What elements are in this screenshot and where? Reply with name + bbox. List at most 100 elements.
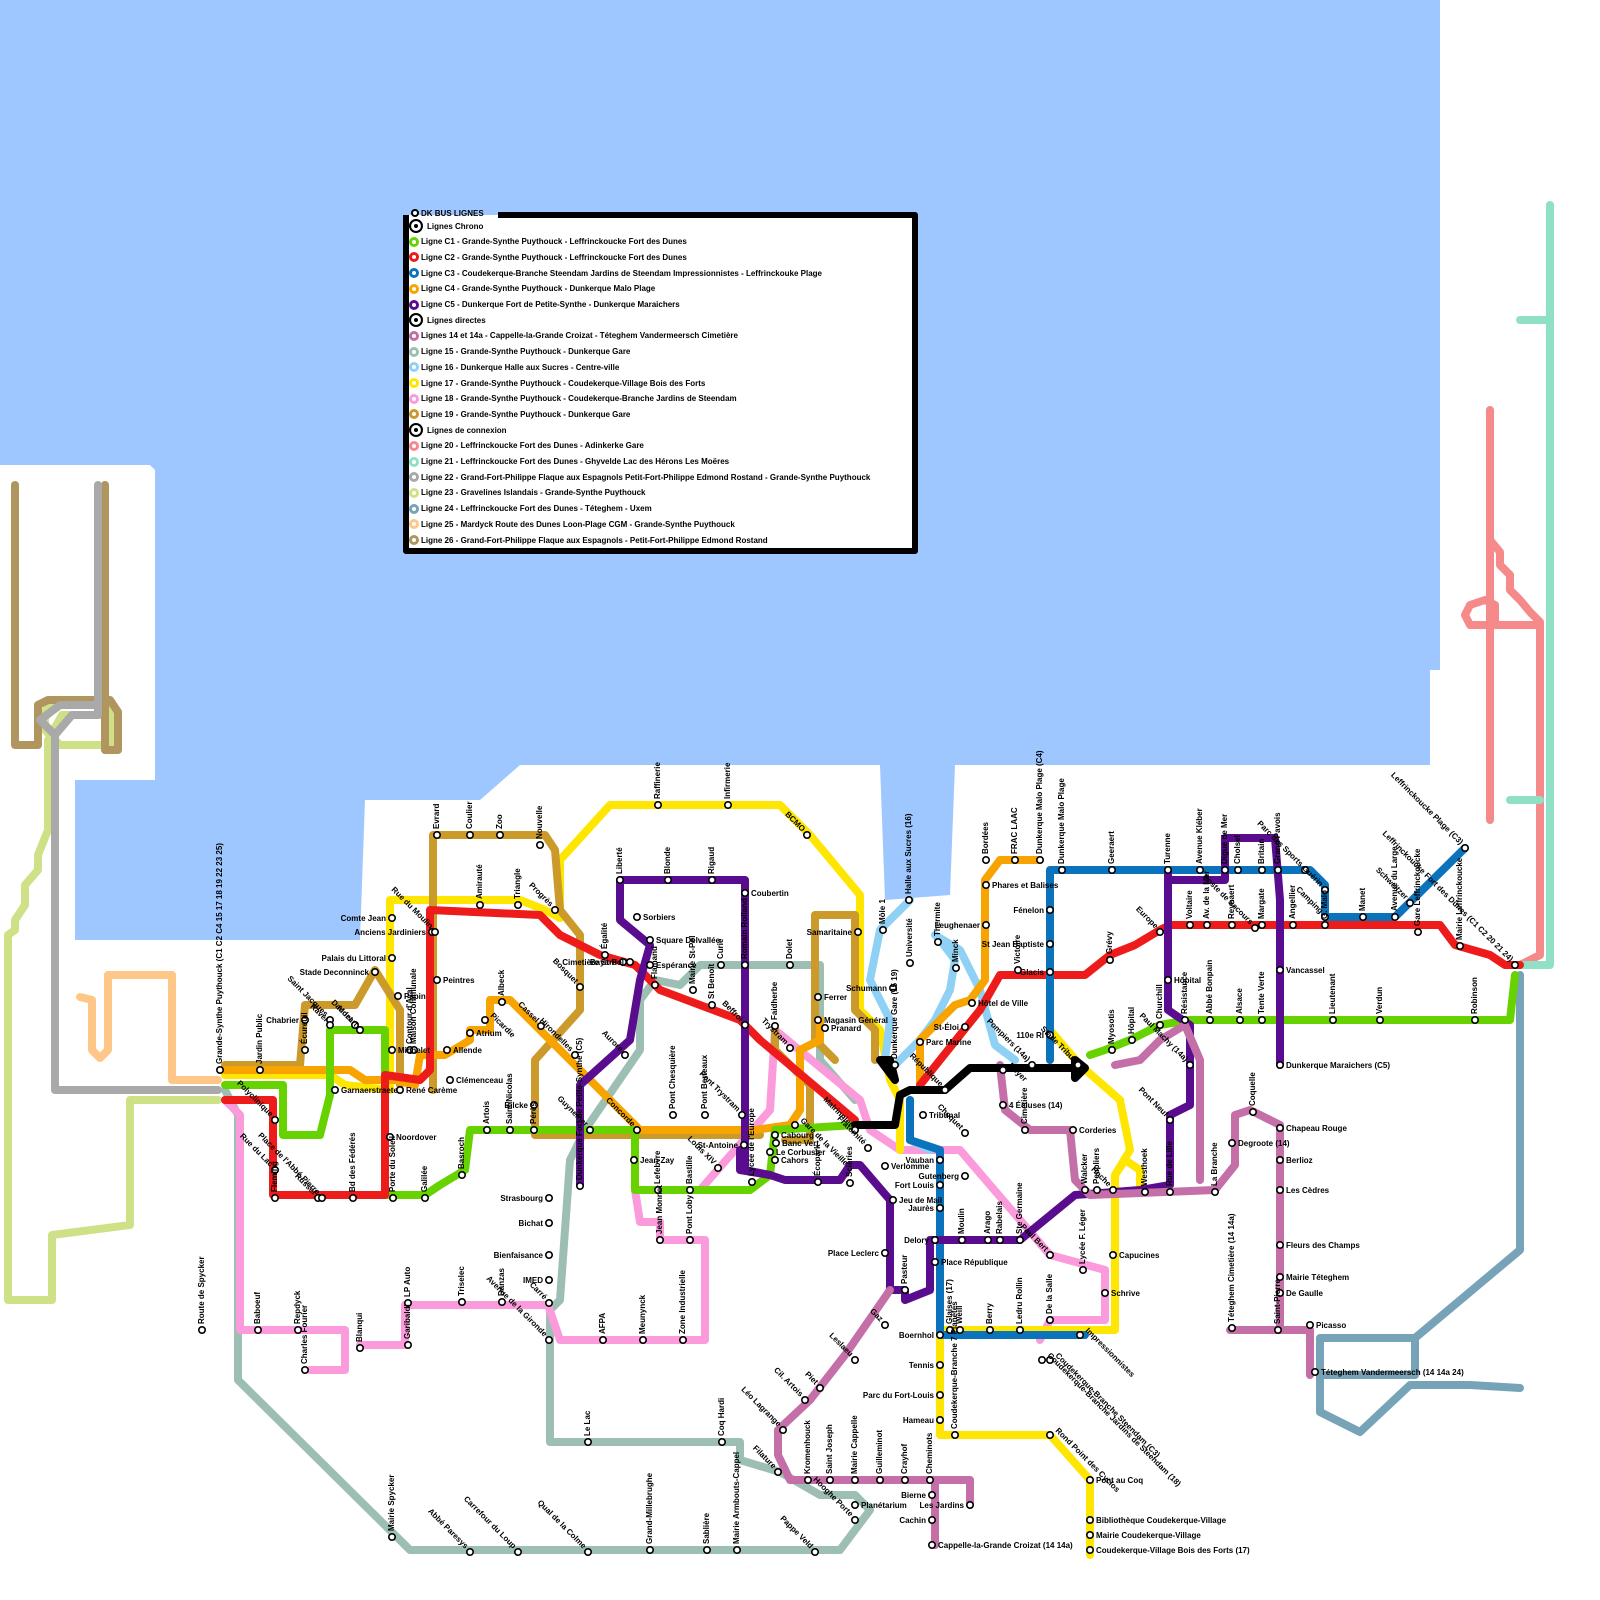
stop-marker[interactable] — [960, 1172, 969, 1181]
stop-marker[interactable] — [955, 1326, 964, 1335]
stop-marker[interactable] — [933, 937, 942, 946]
stop-marker[interactable] — [1036, 855, 1045, 864]
stop-marker[interactable] — [529, 1101, 538, 1110]
stop-marker[interactable] — [900, 1476, 909, 1485]
stop-marker[interactable] — [765, 1148, 774, 1157]
stop-marker[interactable] — [497, 997, 506, 1006]
stop-marker[interactable] — [1321, 920, 1330, 929]
stop-marker[interactable] — [645, 960, 654, 969]
stop-marker[interactable] — [1101, 1289, 1110, 1298]
stop-marker[interactable] — [773, 1468, 782, 1477]
stop-marker[interactable] — [497, 1298, 506, 1307]
stop-marker[interactable] — [495, 830, 504, 839]
stop-marker[interactable] — [1046, 1356, 1055, 1365]
stop-marker[interactable] — [620, 1051, 629, 1060]
stop-marker[interactable] — [650, 980, 659, 989]
stop-marker[interactable] — [575, 1182, 584, 1191]
stop-marker[interactable] — [1276, 965, 1285, 974]
stop-marker[interactable] — [1228, 1324, 1237, 1333]
stop-marker[interactable] — [457, 1171, 466, 1180]
stop-marker[interactable] — [771, 1139, 780, 1148]
stop-marker[interactable] — [940, 1086, 949, 1095]
stop-marker[interactable] — [420, 1194, 429, 1203]
stop-marker[interactable] — [1046, 1431, 1055, 1440]
stop-marker[interactable] — [355, 1026, 364, 1035]
stop-marker[interactable] — [1015, 1236, 1024, 1245]
stop-marker[interactable] — [825, 1476, 834, 1485]
stop-marker[interactable] — [1249, 1108, 1258, 1117]
stop-marker[interactable] — [810, 1548, 819, 1557]
stop-marker[interactable] — [645, 1546, 654, 1555]
stop-marker[interactable] — [904, 895, 913, 904]
stop-marker[interactable] — [1301, 865, 1310, 874]
stop-marker[interactable] — [685, 1186, 694, 1195]
stop-marker[interactable] — [1128, 1036, 1137, 1045]
stop-marker[interactable] — [1391, 912, 1400, 921]
stop-marker[interactable] — [300, 1046, 309, 1055]
stop-marker[interactable] — [985, 1326, 994, 1335]
stop-marker[interactable] — [1109, 1251, 1118, 1260]
stop-marker[interactable] — [544, 1251, 553, 1260]
stop-marker[interactable] — [981, 855, 990, 864]
stop-marker[interactable] — [583, 1548, 592, 1557]
stop-marker[interactable] — [935, 1156, 944, 1165]
stop-marker[interactable] — [888, 983, 897, 992]
stop-marker[interactable] — [740, 960, 749, 969]
stop-marker[interactable] — [850, 1476, 859, 1485]
stop-marker[interactable] — [880, 1249, 889, 1258]
stop-marker[interactable] — [732, 1546, 741, 1555]
stop-marker[interactable] — [716, 960, 725, 969]
stop-marker[interactable] — [960, 1129, 969, 1138]
stop-marker[interactable] — [255, 1066, 264, 1075]
stop-marker[interactable] — [880, 1321, 889, 1330]
stop-marker[interactable] — [653, 800, 662, 809]
stop-marker[interactable] — [850, 1356, 859, 1365]
stop-marker[interactable] — [1306, 1321, 1315, 1330]
stop-marker[interactable] — [575, 982, 584, 991]
stop-marker[interactable] — [1164, 975, 1173, 984]
stop-marker[interactable] — [629, 1156, 638, 1165]
stop-marker[interactable] — [1164, 865, 1173, 874]
stop-marker[interactable] — [385, 1133, 394, 1142]
stop-marker[interactable] — [645, 935, 654, 944]
stop-marker[interactable] — [740, 1020, 749, 1029]
stop-marker[interactable] — [465, 1548, 474, 1557]
stop-marker[interactable] — [387, 913, 396, 922]
stop-marker[interactable] — [957, 1236, 966, 1245]
stop-marker[interactable] — [1228, 920, 1237, 929]
stop-marker[interactable] — [935, 1391, 944, 1400]
stop-marker[interactable] — [863, 1144, 872, 1153]
stop-marker[interactable] — [1276, 1186, 1285, 1195]
stop-marker[interactable] — [1074, 1061, 1083, 1070]
stop-marker[interactable] — [1156, 1020, 1165, 1029]
stop-marker[interactable] — [1461, 843, 1470, 852]
stop-marker[interactable] — [388, 1194, 397, 1203]
stop-marker[interactable] — [1058, 865, 1067, 874]
stop-marker[interactable] — [1406, 898, 1415, 907]
stop-marker[interactable] — [1234, 865, 1243, 874]
stop-marker[interactable] — [770, 1021, 779, 1030]
stop-marker[interactable] — [1013, 965, 1022, 974]
stop-marker[interactable] — [653, 1186, 662, 1195]
stop-marker[interactable] — [815, 1384, 824, 1393]
stop-marker[interactable] — [1015, 1326, 1024, 1335]
stop-marker[interactable] — [1276, 1156, 1285, 1165]
stop-marker[interactable] — [998, 1101, 1007, 1110]
stop-marker[interactable] — [685, 1236, 694, 1245]
stop-marker[interactable] — [1203, 920, 1212, 929]
stop-marker[interactable] — [723, 800, 732, 809]
stop-marker[interactable] — [707, 1000, 716, 1009]
stop-marker[interactable] — [1258, 1015, 1267, 1024]
stop-marker[interactable] — [1093, 1186, 1102, 1195]
stop-marker[interactable] — [930, 1258, 939, 1267]
stop-marker[interactable] — [1086, 1476, 1095, 1485]
stop-marker[interactable] — [480, 1015, 489, 1024]
stop-marker[interactable] — [270, 1116, 279, 1125]
stop-marker[interactable] — [403, 1341, 412, 1350]
stop-marker[interactable] — [1046, 1316, 1055, 1325]
stop-marker[interactable] — [1108, 865, 1117, 874]
stop-marker[interactable] — [1141, 1188, 1150, 1197]
stop-marker[interactable] — [1221, 865, 1230, 874]
stop-marker[interactable] — [1456, 941, 1465, 950]
stop-marker[interactable] — [785, 1044, 794, 1053]
